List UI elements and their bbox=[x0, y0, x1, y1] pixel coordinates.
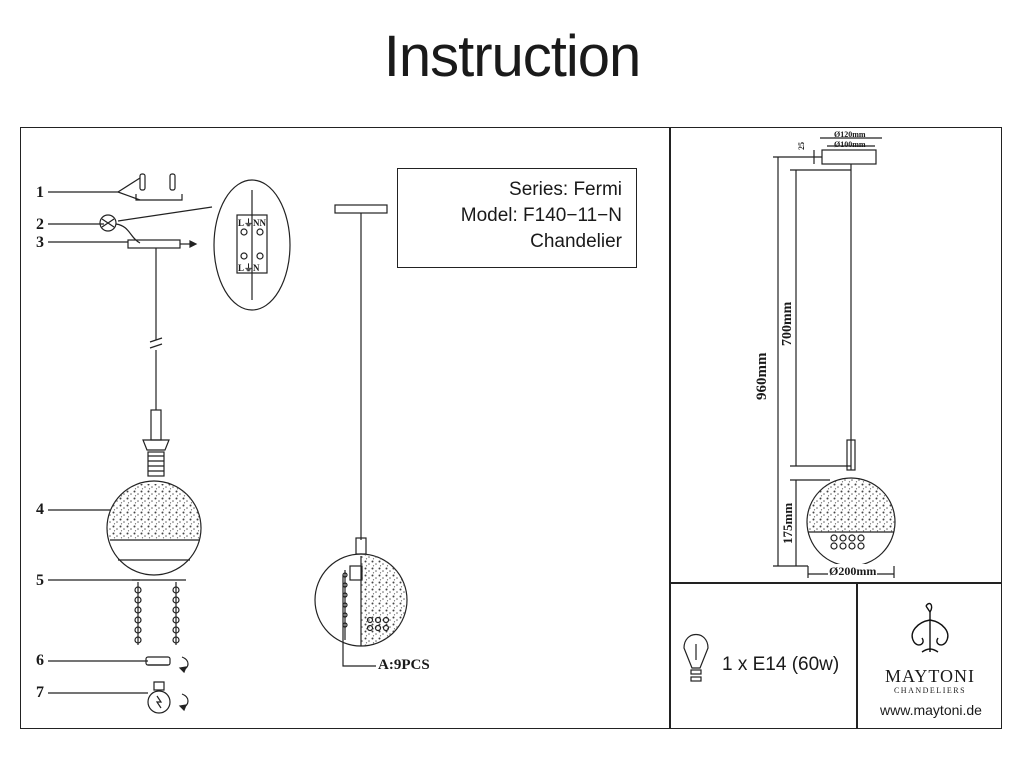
model-label: Model: F140−11−N bbox=[460, 205, 622, 226]
bulb-icon bbox=[153, 681, 165, 691]
divider-footer bbox=[856, 582, 858, 729]
ring-nut-icon bbox=[145, 656, 171, 666]
product-info-box: Series: Fermi Model: F140−11−N Chandelie… bbox=[397, 168, 637, 268]
screw-leader bbox=[117, 177, 141, 193]
canopy-right bbox=[821, 149, 877, 165]
dim-shade-diameter-label: Ø200mm bbox=[828, 564, 878, 579]
wiring-label-top: L⏚NN bbox=[238, 218, 267, 228]
divider-horizontal bbox=[669, 582, 1002, 584]
screw-icon-2 bbox=[169, 173, 176, 191]
brand-tagline: CHANDELIERS bbox=[893, 686, 967, 695]
page-title: Instruction bbox=[383, 24, 642, 89]
part-number-5: 5 bbox=[36, 572, 44, 589]
lampholder-icon bbox=[142, 439, 170, 451]
screw-icon bbox=[139, 173, 146, 191]
terminal-block-icon bbox=[99, 214, 117, 232]
part-number-3: 3 bbox=[36, 234, 44, 251]
part-number-6: 6 bbox=[36, 652, 44, 669]
dim-total-height-label: 960mm bbox=[754, 352, 770, 401]
mounting-bracket-icon bbox=[127, 239, 181, 249]
footer-bulb-icon bbox=[683, 633, 709, 669]
maytoni-emblem-icon bbox=[911, 602, 949, 653]
dim-shade-height-label: 175mm bbox=[780, 502, 795, 544]
part-number-7: 7 bbox=[36, 684, 44, 701]
brand-name: MAYTONI bbox=[884, 666, 975, 686]
crystal-strands-left bbox=[134, 582, 180, 645]
bulb-spec: 1 x E14 (60w) bbox=[722, 654, 840, 675]
part-number-2: 2 bbox=[36, 216, 44, 233]
brand-website[interactable]: www.maytoni.de bbox=[880, 702, 982, 718]
dim-cable-length-label: 700mm bbox=[780, 301, 795, 346]
dim-canopy-inner: Ø100mm bbox=[834, 140, 866, 149]
dim-canopy-height: 25 bbox=[797, 142, 806, 150]
instruction-frame bbox=[20, 127, 1002, 729]
callout-leader bbox=[342, 575, 376, 667]
type-label: Chandelier bbox=[530, 231, 622, 252]
part-number-4: 4 bbox=[36, 501, 44, 518]
crystal-count-callout: A:9PCS bbox=[378, 657, 430, 673]
divider-vertical bbox=[669, 127, 671, 729]
part-number-1: 1 bbox=[36, 184, 44, 201]
series-label: Series: Fermi bbox=[509, 179, 622, 200]
wiring-detail-bubble bbox=[213, 179, 291, 311]
dim-canopy-outer: Ø120mm bbox=[834, 130, 866, 139]
canopy-middle bbox=[334, 204, 388, 214]
wiring-label-bottom: L⏚N bbox=[238, 263, 260, 273]
